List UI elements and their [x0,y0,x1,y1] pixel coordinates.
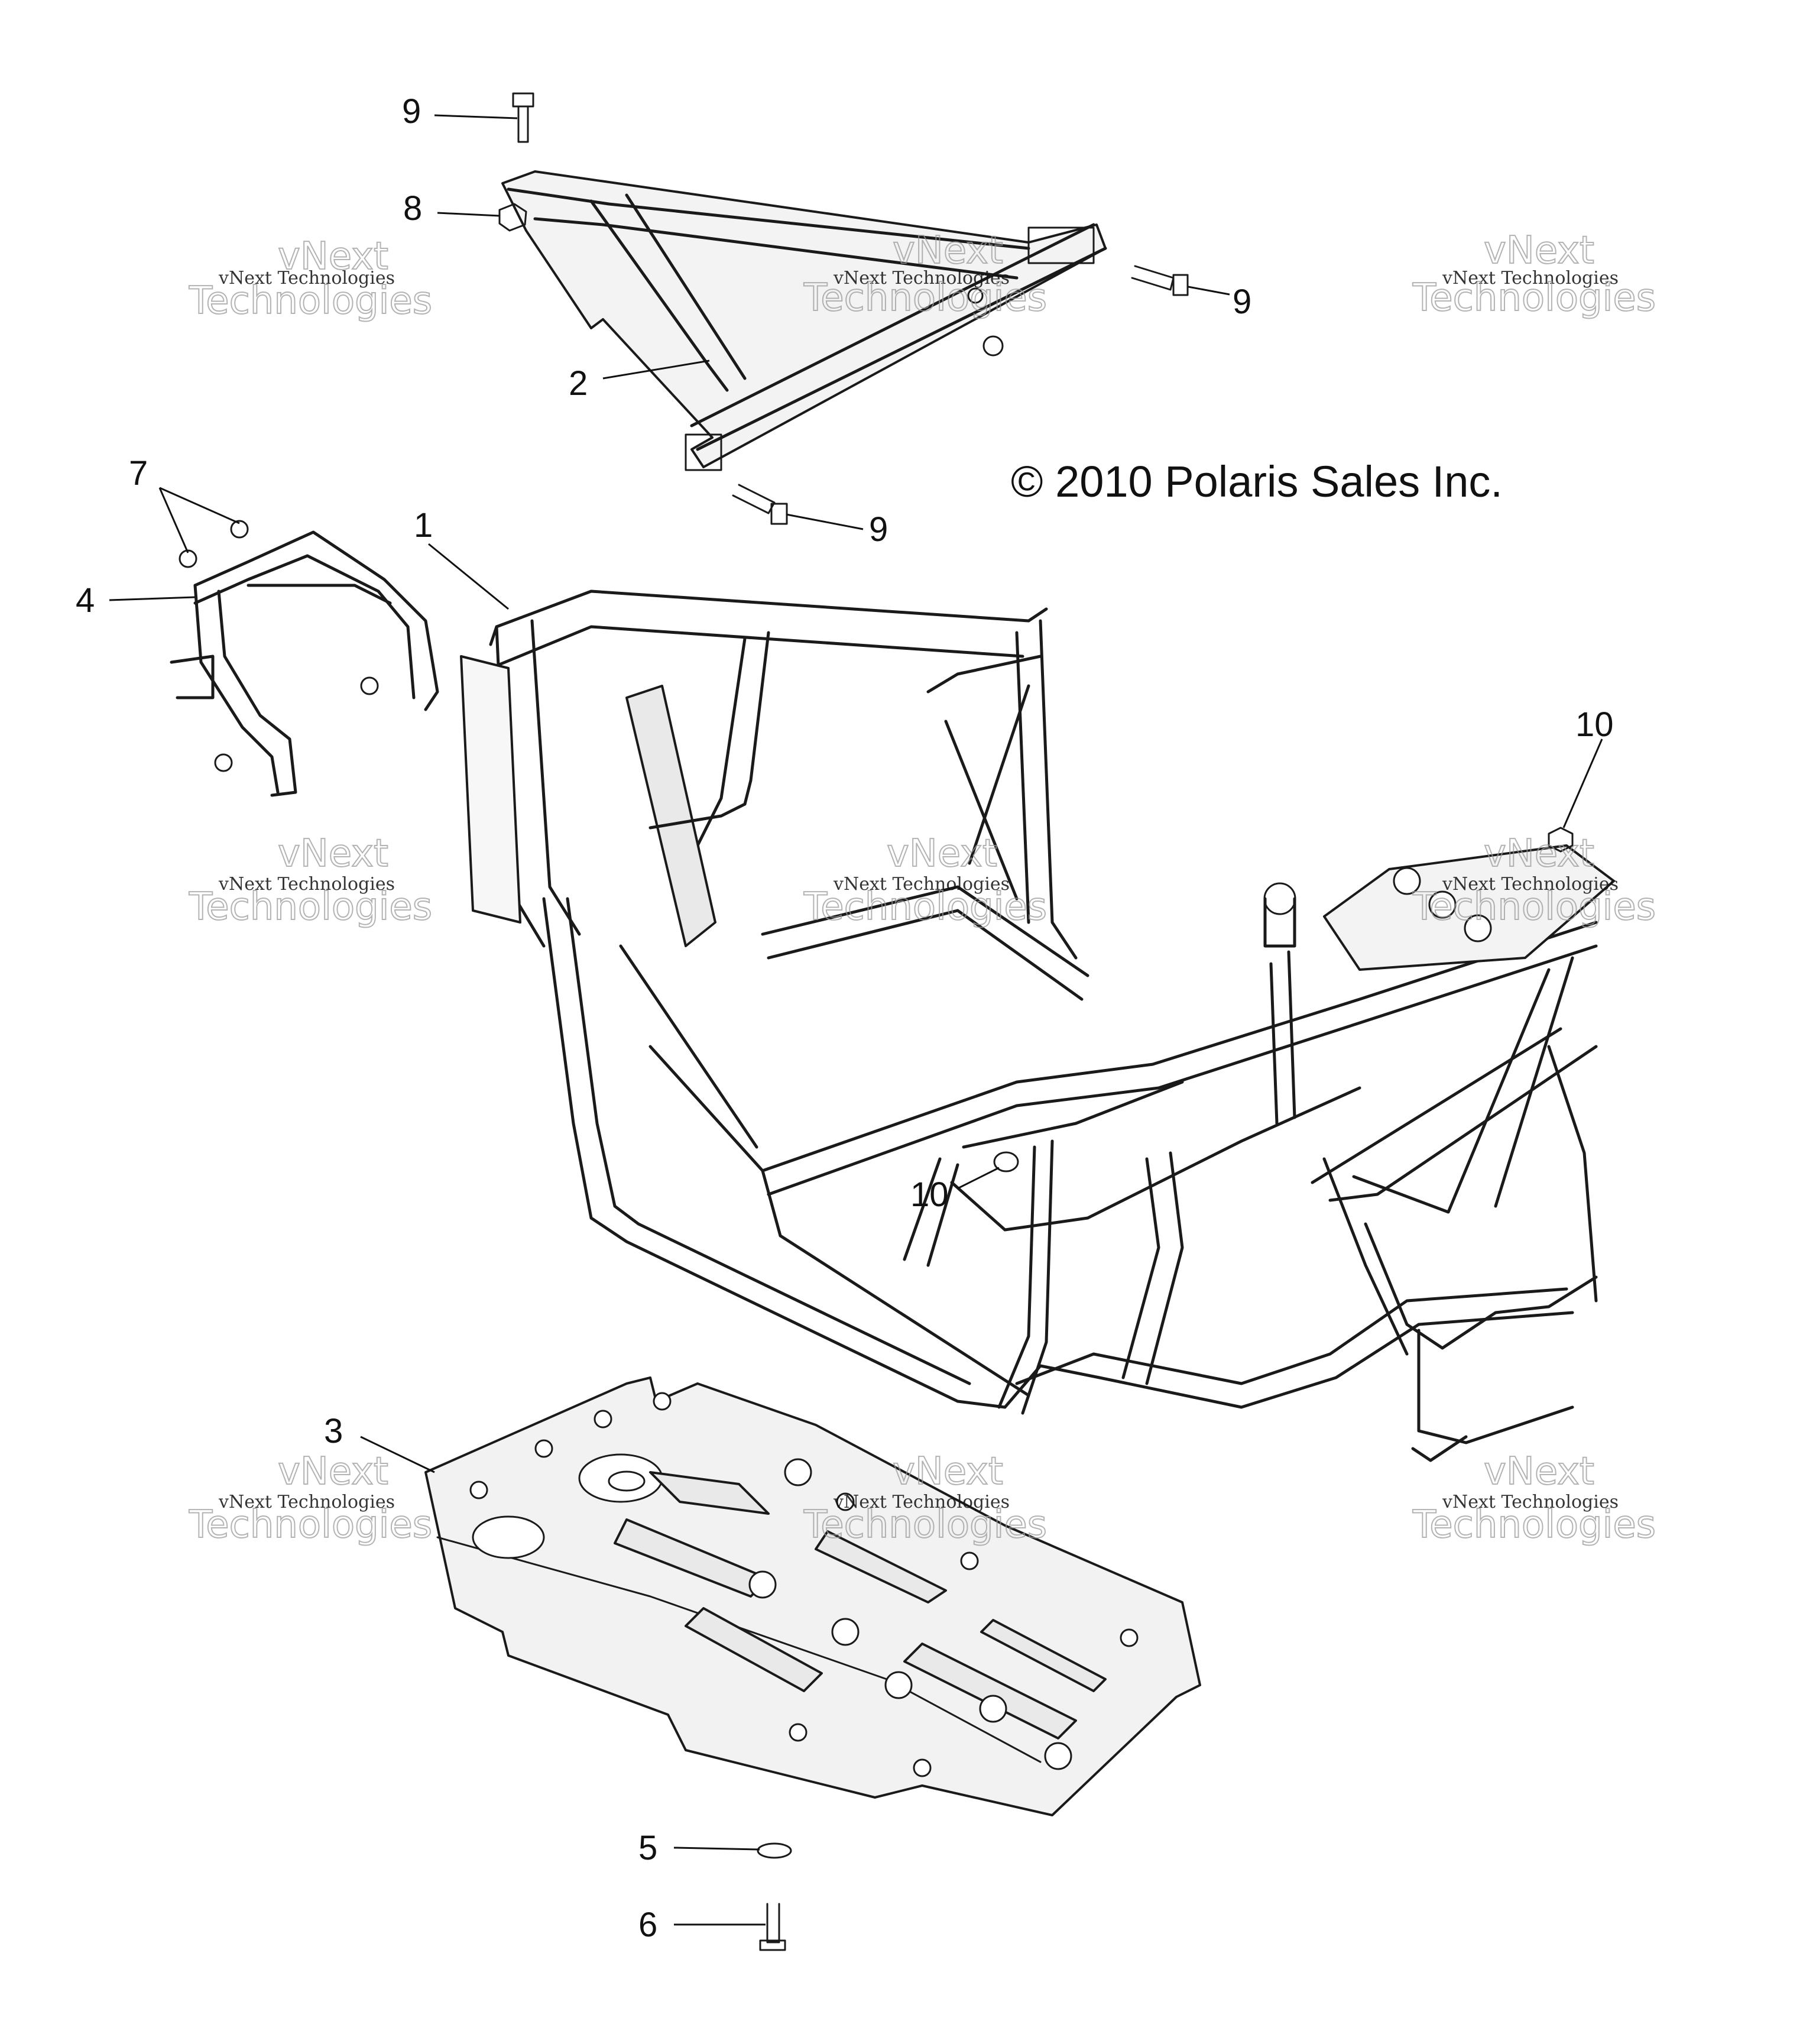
part-3-skid-plate [424,1376,1201,1816]
watermark-mc: vNext vNext Technologies Technologies [803,831,1048,929]
watermark-line2: vNext Technologies [218,874,395,895]
part-4-bracket [170,530,439,797]
callout-4: 4 [76,581,95,620]
watermark-line1: vNext [1484,229,1594,273]
callout-9-top: 9 [402,92,421,131]
watermark-bc: vNext vNext Technologies Technologies [803,1449,1048,1547]
watermark-line1: vNext [893,1450,1003,1494]
watermark-line3: Technologies [189,1503,432,1547]
watermark-line2: vNext Technologies [218,1492,395,1512]
fastener-9-right-bolt [1131,265,1189,296]
callout-5: 5 [638,1829,657,1867]
watermark-line1: vNext [1484,832,1594,876]
watermark-line3: Technologies [803,276,1047,320]
fastener-9-top-bolt [512,92,534,143]
watermark-line2: vNext Technologies [1442,1492,1619,1512]
copyright-notice: © 2010 Polaris Sales Inc. [1011,457,1503,506]
watermark-line2: vNext Technologies [1442,874,1619,895]
watermark-line3: Technologies [1412,276,1656,320]
watermark-line2: vNext Technologies [1442,268,1619,289]
watermark-line1: vNext [887,832,997,876]
callout-1: 1 [414,506,433,545]
leader-lines [109,114,1603,1926]
fastener-9-lower-bolt [732,484,788,525]
watermark-ml: vNext vNext Technologies Technologies [188,831,433,929]
watermark-line1: vNext [893,229,1003,273]
watermark-tc: vNext vNext Technologies Technologies [803,228,1048,320]
callout-6: 6 [638,1906,657,1944]
watermark-line1: vNext [278,832,388,876]
watermark-mr: vNext vNext Technologies Technologies [1412,831,1656,929]
fastener-8-nut [498,203,527,232]
watermark-line3: Technologies [1412,1503,1656,1547]
fastener-5-washer [757,1842,792,1859]
callout-9-right: 9 [1233,283,1251,321]
watermark-line3: Technologies [803,1503,1047,1547]
watermark-line1: vNext [278,235,388,278]
watermark-line3: Technologies [189,279,432,323]
watermark-bl: vNext vNext Technologies Technologies [188,1449,433,1547]
callout-9-lower: 9 [869,510,888,549]
watermark-line3: Technologies [189,885,432,929]
callout-3: 3 [324,1412,343,1450]
callout-7: 7 [129,454,148,493]
watermark-line2: vNext Technologies [218,268,395,289]
fastener-7-bolts [179,520,379,772]
callout-8: 8 [403,189,422,228]
watermark-line3: Technologies [1412,885,1656,929]
watermark-line2: vNext Technologies [833,268,1010,289]
watermark-tr: vNext vNext Technologies Technologies [1412,228,1656,320]
fastener-10-nut-center [993,1151,1019,1172]
callout-10-center: 10 [910,1175,949,1214]
watermark-line2: vNext Technologies [833,1492,1010,1512]
watermark-tl: vNext vNext Technologies Technologies [188,234,433,323]
part-2-brace [501,170,1107,471]
part-1-main-frame [460,589,1615,1462]
callout-10-rear: 10 [1575,705,1614,744]
callout-2: 2 [569,364,588,403]
watermark-line1: vNext [278,1450,388,1494]
watermark-line1: vNext [1484,1450,1594,1494]
watermark-br: vNext vNext Technologies Technologies [1412,1449,1656,1547]
watermark-line2: vNext Technologies [833,874,1010,895]
fastener-10-nut-rear [1548,827,1574,853]
watermark-line3: Technologies [803,885,1047,929]
fastener-6-bolt [759,1903,786,1951]
